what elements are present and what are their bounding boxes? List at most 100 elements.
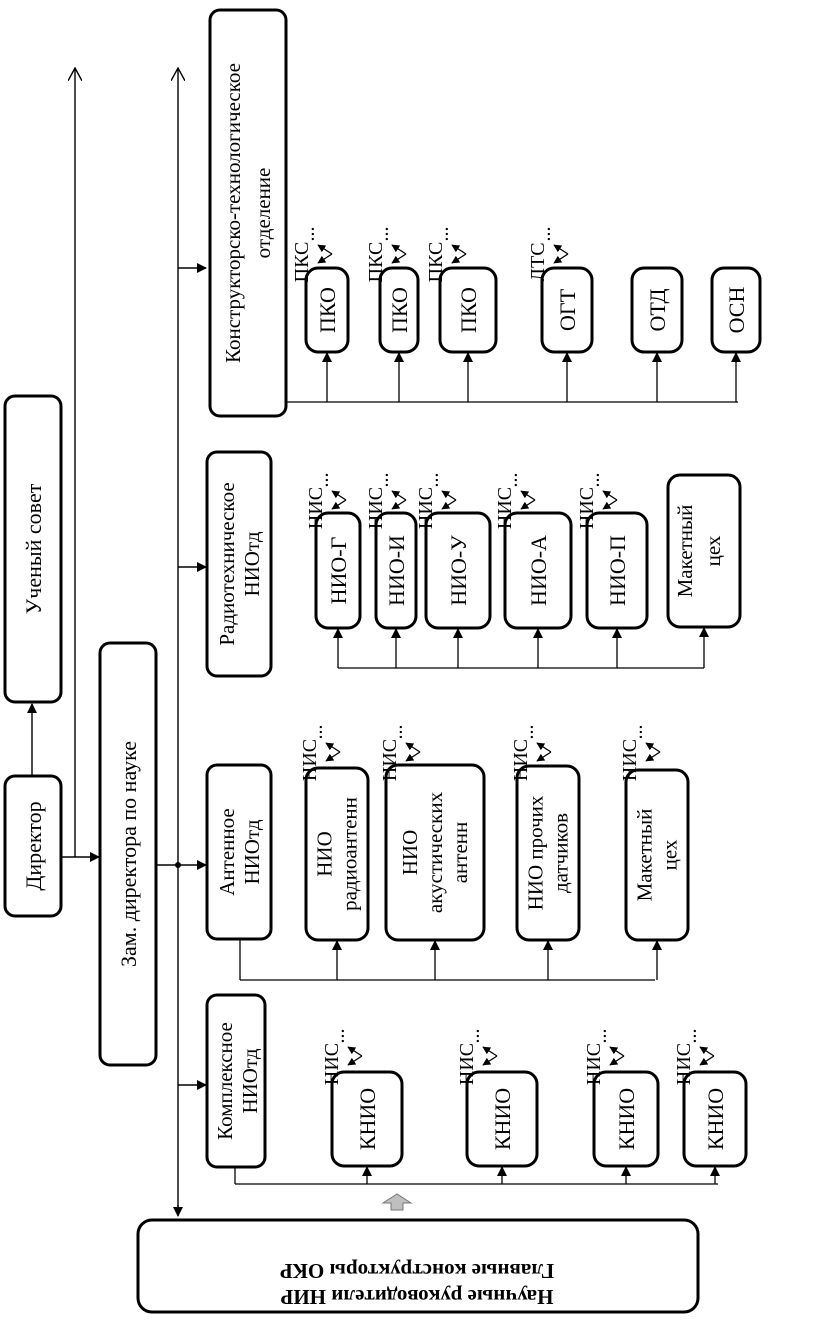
antenna-unit-1-dots: ...: [385, 725, 407, 740]
kni-unit-0-fork-arrow: [347, 1055, 363, 1066]
kni-unit-3-fork-arrow: [699, 1046, 715, 1057]
radio-workshop-label: Макетный: [673, 505, 697, 598]
antenna-unit-3-fork-arrow: [645, 751, 661, 762]
nis-label: НИС: [305, 487, 327, 529]
antenna-unit-2-fork-arrow: [536, 742, 552, 753]
antenna-unit-0-fork-arrow: [325, 742, 341, 753]
radio-unit-1-fork-arrow: [391, 499, 407, 510]
scientific-council-box[interactable]: [3, 394, 63, 704]
design-unit-label: ОГТ: [555, 288, 580, 331]
antenna-unit-label: Макетный: [633, 809, 657, 902]
pks-label: ПКС: [291, 242, 313, 283]
design-unit-label: ОТД: [645, 289, 670, 332]
radio-unit-label: НИО-У: [446, 535, 471, 606]
radio-unit-3-fork-arrow: [520, 490, 536, 501]
kni-unit-2-dots: ...: [589, 1029, 611, 1044]
radio-unit-label: НИО-Г: [326, 536, 351, 604]
radio-unit-label: НИО-И: [384, 535, 409, 606]
antenna-unit-1-fork-arrow: [405, 751, 421, 762]
design-unit-2-fork-arrow: [451, 244, 467, 255]
radio-unit-0-fork-arrow: [331, 499, 347, 510]
complex-dept-line2: НИОтд: [238, 1048, 262, 1113]
design-unit-1-dots: ...: [371, 227, 393, 242]
nis-label: НИС: [456, 1043, 478, 1085]
nis-label: НИС: [583, 1043, 605, 1085]
radio-dept-box[interactable]: [205, 450, 273, 678]
kni-unit-label: КНИО: [703, 1088, 728, 1150]
gray-up-arrow: [381, 1193, 413, 1211]
kni-unit-1-fork-arrow: [482, 1055, 498, 1066]
deputy-director-label: Зам. директора по науке: [116, 741, 141, 967]
design-dept-line2: отделение: [251, 168, 275, 259]
radio-unit-2-dots: ...: [421, 473, 443, 488]
radio-dept-line2: НИОтд: [240, 531, 264, 596]
junction-dot: [175, 862, 181, 868]
antenna-unit-label: радиоантенн: [338, 797, 362, 911]
deputy-director-box[interactable]: [98, 641, 158, 1067]
kni-unit-2-fork-arrow: [609, 1046, 625, 1057]
kni-unit-label: КНИО: [490, 1088, 515, 1150]
radio-unit-label: НИО-П: [605, 535, 630, 606]
chief-designers-box[interactable]: [136, 1218, 700, 1314]
antenna-unit-label: НИО: [313, 831, 337, 877]
radio-unit-1-fork-arrow: [391, 490, 407, 501]
kni-unit-3-dots: ...: [679, 1029, 701, 1044]
pks-label: ПКС: [425, 242, 447, 283]
design-unit-3-fork-arrow: [553, 244, 569, 255]
kni-unit-2-fork-arrow: [609, 1055, 625, 1066]
radio-unit-3-fork-arrow: [520, 499, 536, 510]
scientific-council-label: Ученый совет: [21, 483, 46, 614]
nis-label: НИС: [576, 487, 598, 529]
antenna-unit-2-fork-arrow: [536, 751, 552, 762]
kni-unit-1-fork-arrow: [482, 1046, 498, 1057]
radio-unit-4-fork-arrow: [602, 499, 618, 510]
nis-label: НИС: [494, 487, 516, 529]
complex-dept-box[interactable]: [205, 993, 267, 1169]
design-unit-1-fork-arrow: [391, 244, 407, 255]
antenna-unit-label: НИО прочих: [524, 795, 548, 910]
design-unit-3-dots: ...: [533, 227, 555, 242]
kni-unit-label: КНИО: [355, 1088, 380, 1150]
antenna-unit-3-dots: ...: [625, 725, 647, 740]
design-unit-0-fork-arrow: [317, 244, 333, 255]
antenna-unit-label: антенн: [448, 822, 472, 884]
director-box[interactable]: [3, 774, 63, 918]
radio-workshop-label: цех: [701, 535, 725, 566]
sub-units: КНИО НИС... КНИО НИС... КНИО НИС... КНИО НИС...…: [234, 227, 762, 1185]
chief-designers-line2: Научные руководители НИР: [280, 1285, 553, 1309]
antenna-dept-box[interactable]: [205, 763, 273, 941]
kni-unit-3-fork-arrow: [699, 1055, 715, 1066]
design-unit-0-dots: ...: [297, 227, 319, 242]
lts-label: ЛТС: [527, 242, 549, 281]
nis-label: НИС: [510, 739, 532, 781]
radio-unit-2-fork-arrow: [441, 490, 457, 501]
antenna-unit-label: НИО: [398, 830, 422, 876]
radio-unit-4-dots: ...: [582, 473, 604, 488]
antenna-unit-2-dots: ...: [516, 725, 538, 740]
nis-label: НИС: [321, 1043, 343, 1085]
radio-unit-2-fork-arrow: [441, 499, 457, 510]
kni-unit-label: КНИО: [614, 1088, 639, 1150]
design-dept-box[interactable]: [208, 8, 288, 418]
kni-unit-0-dots: ...: [327, 1029, 349, 1044]
kni-unit-1-dots: ...: [462, 1029, 484, 1044]
director-label: Директор: [21, 801, 46, 890]
radio-unit-3-dots: ...: [500, 473, 522, 488]
nis-label: НИС: [379, 739, 401, 781]
radio-unit-0-fork-arrow: [331, 490, 347, 501]
nis-label: НИС: [673, 1043, 695, 1085]
antenna-unit-label: акустических: [423, 791, 447, 913]
nis-label: НИС: [365, 487, 387, 529]
chief-designers-line1: Главные конструкторы ОКР: [280, 1259, 554, 1283]
radio-unit-4-fork-arrow: [602, 490, 618, 501]
antenna-unit-0-dots: ...: [305, 725, 327, 740]
pks-label: ПКС: [365, 242, 387, 283]
radio-unit-label: НИО-А: [526, 535, 551, 606]
antenna-dept-line2: НИОтд: [240, 819, 264, 884]
design-unit-2-fork-arrow: [451, 253, 467, 264]
design-unit-label: ПКО: [387, 287, 412, 333]
radio-unit-1-dots: ...: [371, 473, 393, 488]
design-dept-line1: Конструкторско-технологическое: [221, 63, 245, 363]
design-unit-label: ПКО: [456, 287, 481, 333]
